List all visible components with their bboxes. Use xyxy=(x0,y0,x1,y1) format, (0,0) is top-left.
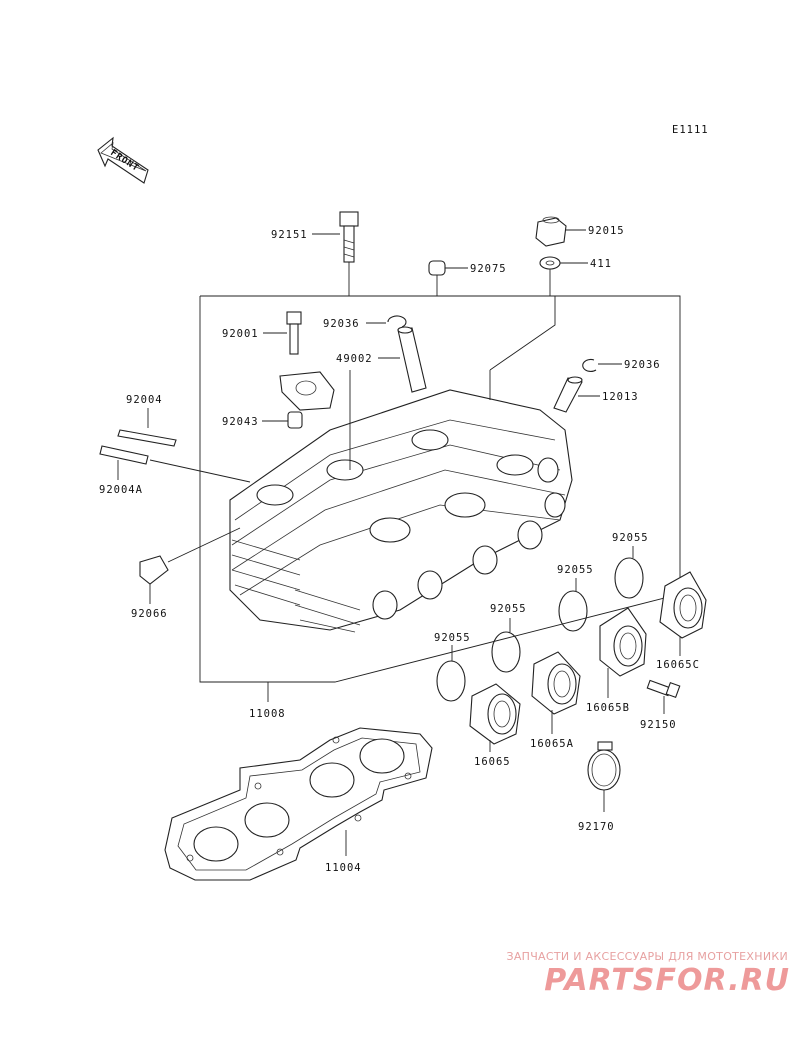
label-92170: 92170 xyxy=(578,821,615,833)
oring-92055-b: 92055 xyxy=(557,564,594,632)
label-12013: 12013 xyxy=(602,391,639,403)
band-92170: 92170 xyxy=(578,741,621,833)
holder-16065C: 16065C xyxy=(656,571,707,671)
oring-92055-c: 92055 xyxy=(490,603,527,673)
guide-12013: 12013 xyxy=(489,296,639,413)
plug-92066: 92066 xyxy=(131,527,241,620)
guide-49002: 49002 xyxy=(336,326,427,470)
label-92075: 92075 xyxy=(470,263,507,275)
diagram-code: E1111 xyxy=(672,124,709,136)
gasket-11004: 11004 xyxy=(164,727,433,881)
label-92055-b: 92055 xyxy=(557,564,594,576)
cylinder-head-bracket xyxy=(199,295,681,702)
stud-92004A: 92004A xyxy=(99,445,251,496)
cam-cap xyxy=(279,371,335,411)
circlip-92036-upper: 92036 xyxy=(323,315,407,330)
label-92151: 92151 xyxy=(271,229,308,241)
label-92055-c: 92055 xyxy=(490,603,527,615)
label-92004: 92004 xyxy=(126,394,163,406)
clamp-screw-92150: 92150 xyxy=(640,679,681,731)
label-11008: 11008 xyxy=(249,708,286,720)
watermark-caption: ЗАПЧАСТИ И АКСЕССУАРЫ ДЛЯ МОТОТЕХНИКИ xyxy=(506,950,788,963)
oring-92055-a: 92055 xyxy=(612,532,649,599)
label-92036-upper: 92036 xyxy=(323,318,360,330)
front-arrow-icon: FRONT xyxy=(97,136,149,184)
label-49002: 49002 xyxy=(336,353,373,365)
dowel-92043: 92043 xyxy=(222,411,303,429)
label-411: 411 xyxy=(590,258,612,270)
label-92150: 92150 xyxy=(640,719,677,731)
label-92055-d: 92055 xyxy=(434,632,471,644)
label-16065A: 16065A xyxy=(530,738,574,750)
label-16065C: 16065C xyxy=(656,659,700,671)
label-92043: 92043 xyxy=(222,416,259,428)
cylinder-head xyxy=(229,389,573,633)
watermark-logo[interactable]: PARTSFOR.RU xyxy=(544,963,790,998)
label-92001: 92001 xyxy=(222,328,259,340)
holder-16065B: 16065B xyxy=(586,607,647,714)
bolt-92151: 92151 xyxy=(271,211,359,296)
oring-92055-d: 92055 xyxy=(434,632,471,702)
label-92015: 92015 xyxy=(588,225,625,237)
nut-92015: 92015 xyxy=(535,216,625,247)
stud-92004: 92004 xyxy=(117,394,177,447)
bolt-92001: 92001 xyxy=(222,311,302,355)
label-92055-a: 92055 xyxy=(612,532,649,544)
label-16065B: 16065B xyxy=(586,702,630,714)
circlip-92036-right: 92036 xyxy=(582,358,661,372)
label-11004: 11004 xyxy=(325,862,362,874)
label-92004A: 92004A xyxy=(99,484,143,496)
label-92036-right: 92036 xyxy=(624,359,661,371)
holder-16065: 16065 xyxy=(469,683,521,768)
holder-16065A: 16065A xyxy=(530,651,581,750)
washer-411: 411 xyxy=(539,256,612,296)
cap-92075: 92075 xyxy=(428,260,507,296)
label-16065: 16065 xyxy=(474,756,511,768)
label-92066: 92066 xyxy=(131,608,168,620)
